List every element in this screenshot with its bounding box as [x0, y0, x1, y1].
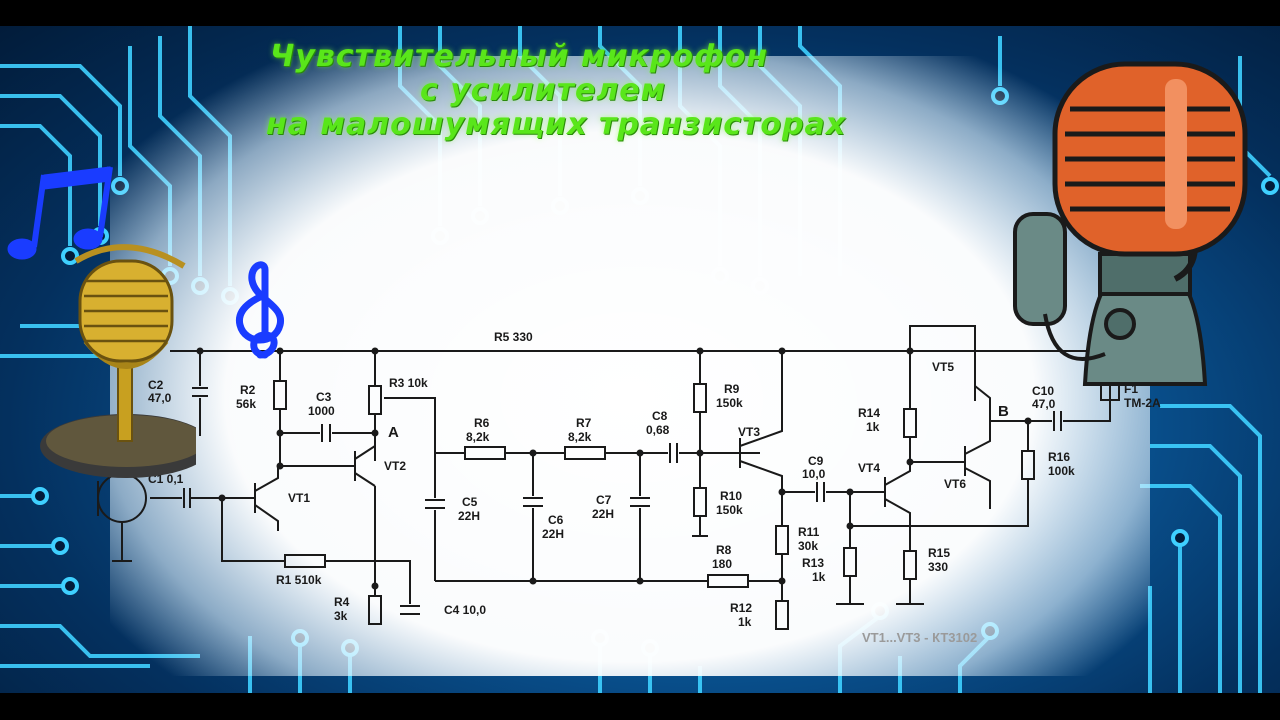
node-a-label: A	[388, 424, 399, 441]
label-c3-val: 1000	[308, 404, 335, 418]
label-c2-val: 47,0	[148, 391, 172, 405]
label-r9: R9	[724, 382, 740, 396]
label-r15: R15	[928, 546, 950, 560]
label-c5-val: 22H	[458, 509, 480, 523]
label-r8-val: 180	[712, 557, 732, 571]
label-r12: R12	[730, 601, 752, 615]
music-notes-icon	[7, 166, 113, 260]
label-c3: C3	[316, 390, 332, 404]
label-c7: C7	[596, 493, 612, 507]
node-b-label: B	[998, 403, 1009, 420]
label-c10-val: 47,0	[1032, 397, 1056, 411]
label-r13-val: 1k	[812, 570, 826, 584]
treble-clef-icon	[236, 261, 284, 359]
label-vt4: VT4	[858, 461, 880, 475]
label-r1: R1 510k	[276, 573, 322, 587]
label-r3: R3 10k	[389, 376, 428, 390]
label-c6: C6	[548, 513, 564, 527]
label-vt1: VT1	[288, 491, 310, 505]
label-c6-val: 22H	[542, 527, 564, 541]
label-r11: R11	[798, 525, 820, 539]
label-r16-val: 100k	[1048, 464, 1075, 478]
label-c8-val: 0,68	[646, 423, 670, 437]
title-line-2: с усилителем	[420, 73, 667, 108]
white-glow-panel	[110, 56, 1150, 676]
label-c9-val: 10,0	[802, 467, 826, 481]
label-c9: C9	[808, 454, 824, 468]
label-r4: R4	[334, 595, 350, 609]
label-r15-val: 330	[928, 560, 948, 574]
label-vt3: VT3	[738, 425, 760, 439]
label-r11-val: 30k	[798, 539, 818, 553]
orange-microphone-icon	[1013, 61, 1248, 386]
label-r7: R7	[576, 416, 592, 430]
label-vt5: VT5	[932, 360, 954, 374]
label-r16: R16	[1048, 450, 1070, 464]
label-r2: R2	[240, 383, 256, 397]
label-r10: R10	[720, 489, 742, 503]
label-r2-val: 56k	[236, 397, 256, 411]
label-c8: C8	[652, 409, 668, 423]
label-r9-val: 150k	[716, 396, 743, 410]
label-r14: R14	[858, 406, 880, 420]
label-c10: C10	[1032, 384, 1054, 398]
label-r14-val: 1k	[866, 420, 880, 434]
label-r5: R5 330	[494, 330, 533, 344]
label-r6: R6	[474, 416, 490, 430]
circuit-schematic: M1 C1 0,1 C2 47,0 R2 56k C3 1000 R3 10k …	[90, 325, 1161, 630]
label-r8: R8	[716, 543, 732, 557]
gold-microphone-icon	[40, 244, 196, 478]
label-c7-val: 22H	[592, 507, 614, 521]
video-title: Чувствительный микрофон с усилителем на …	[230, 40, 1050, 142]
transistor-caption: VT1...VT3 - КТ3102	[862, 630, 978, 645]
label-vt6: VT6	[944, 477, 966, 491]
label-r4-val: 3k	[334, 609, 348, 623]
label-c4: C4 10,0	[444, 603, 486, 617]
title-line-3: на малошумящих транзисторах	[266, 107, 847, 142]
label-c2: C2	[148, 378, 164, 392]
label-r10-val: 150k	[716, 503, 743, 517]
label-vt2: VT2	[384, 459, 406, 473]
label-r6-val: 8,2k	[466, 430, 490, 444]
title-line-1: Чувствительный микрофон	[270, 39, 769, 74]
label-f1-val: TM-2A	[1124, 396, 1161, 410]
label-r13: R13	[802, 556, 824, 570]
label-c5: C5	[462, 495, 478, 509]
label-r7-val: 8,2k	[568, 430, 592, 444]
thumbnail-frame: M1 C1 0,1 C2 47,0 R2 56k C3 1000 R3 10k …	[0, 26, 1280, 693]
label-r12-val: 1k	[738, 615, 752, 629]
